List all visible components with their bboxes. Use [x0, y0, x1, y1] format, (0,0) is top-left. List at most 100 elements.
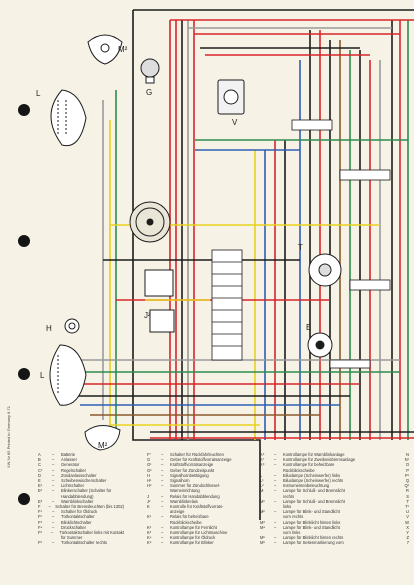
legend-key: F⁵: [38, 530, 43, 536]
legend-right-key: X: [406, 524, 409, 530]
speedometer: [129, 201, 171, 243]
legend-entry: E³–Warnblinkschalter: [38, 499, 124, 504]
legend-entry: G¹–Kraftstoffvorratsanzeige: [147, 462, 249, 467]
legend-dash: –: [274, 519, 277, 525]
legend-dash: –: [161, 457, 164, 463]
legend-entry: links: [260, 504, 405, 509]
legend-text: für Summer: [61, 535, 83, 541]
legend-dash: –: [161, 472, 164, 478]
component-label: V: [232, 118, 238, 127]
legend-entry: E¹–Lichtschalter: [38, 483, 124, 488]
legend-entry: F⁴ –Drückschalter: [38, 525, 124, 530]
legend-key: H²: [147, 483, 152, 489]
legend-text: Lampe für Schluß- und Bremslicht: [283, 488, 345, 494]
legend-text: Warnblinkrelais: [170, 498, 198, 504]
flasher-relay: [144, 269, 175, 333]
legend-text: Kontrollampe für Blinker: [170, 540, 214, 546]
legend-key: K³: [147, 530, 152, 536]
legend-entry: für Summer: [38, 535, 124, 540]
legend-dash: –: [274, 452, 277, 457]
legend-right-key: W: [405, 519, 409, 525]
legend-text: Zündanlassschalter: [61, 472, 97, 478]
legend-entry: F³–Blinklichtschalter: [38, 520, 124, 525]
legend-text: Summer für Zündschlüssel-: [170, 483, 221, 489]
fuel-sender: [140, 58, 160, 84]
legend-right-key: P: [406, 467, 409, 473]
legend-key: K: [147, 504, 150, 510]
legend-right-key: T: [406, 498, 409, 504]
legend-key: F⁴: [38, 524, 43, 530]
legend-entry: Rückblickscheibe: [260, 468, 405, 473]
legend-key: E²: [38, 488, 43, 494]
legend-entry: L¹–Biluxlampe (Scheinwerfer) rechts: [260, 478, 405, 483]
legend-dash: –: [52, 457, 55, 463]
legend-entry: K¹–Relais für beheizbare: [147, 514, 249, 519]
legend-key: H¹: [147, 478, 152, 484]
binder-hole: [18, 368, 30, 380]
legend-text: Lampe für Blinklicht hinten rechts: [283, 535, 344, 541]
legend-entry: Handabblendung): [38, 494, 124, 499]
legend-text: Signalhornbetätigung: [170, 472, 209, 478]
component-label: T: [298, 243, 303, 252]
headlight-front-right: [87, 34, 123, 65]
legend-dash: –: [48, 504, 51, 510]
legend-entry: K²–Kontrollampe für Fernlicht: [147, 525, 249, 530]
legend-dash: –: [274, 483, 277, 489]
legend-key: D: [38, 472, 41, 478]
legend-key: G: [147, 457, 151, 463]
legend-entry: G–Geber für Kraftstoffvorratsanzeige: [147, 457, 249, 462]
legend-entry: K⁸–Kontrollampe für beheizbare: [260, 462, 405, 467]
legend-entry: Warneinrichtung: [147, 488, 249, 493]
binder-hole: [18, 235, 30, 247]
legend-key: B: [38, 457, 41, 463]
legend-key: F¹: [38, 509, 42, 515]
document-code: VW-Nr 85 Printed in Germany 8.71: [6, 406, 11, 468]
legend-dash: –: [274, 457, 277, 463]
legend-entry: K⁵–Kontrollampe für Blinker: [147, 540, 249, 545]
legend-dash: –: [51, 530, 54, 536]
component-label: H: [46, 324, 52, 333]
legend-entry: K⁶–Kontrollampe für Warnblinkanlage: [260, 452, 405, 457]
headlight-left-lower: [49, 344, 87, 406]
legend-dash: –: [161, 530, 164, 536]
legend-entry: M³–Lampe für Blinklicht hinten links: [260, 520, 405, 525]
legend-text: Kontrolle für Kraftstoffvorrats-: [170, 504, 224, 510]
legend-dash: –: [161, 467, 164, 473]
legend-dash: –: [274, 524, 277, 530]
legend-text: Scheibenwischerschalter: [61, 478, 107, 484]
legend-right-key: T¹: [405, 504, 409, 510]
legend-dash: –: [274, 488, 277, 494]
legend-dash: –: [274, 472, 277, 478]
legend-key: K⁸: [260, 462, 265, 468]
legend-text: Rückblickscheibe: [170, 519, 202, 525]
legend-text: Lichtschalter: [61, 483, 84, 489]
legend-key: F: [38, 504, 41, 510]
legend-entry: K³–Kontrollampe für Lichtmaschine: [147, 530, 249, 535]
legend-key: J: [147, 493, 150, 499]
legend-entry: K –Kontrolle für Kraftstoffvorrats-: [147, 504, 249, 509]
legend-dash: –: [274, 462, 277, 468]
legend-key: C: [38, 462, 41, 468]
legend-dash: –: [52, 483, 55, 489]
legend-dash: –: [52, 524, 55, 530]
legend-right-key: Q: [405, 478, 409, 484]
legend-dash: –: [52, 519, 55, 525]
legend-dash: –: [52, 478, 55, 484]
legend-key: L²: [260, 483, 264, 489]
legend-key: J²: [147, 498, 151, 504]
legend-entry: E–Scheibenwischerschalter: [38, 478, 124, 483]
legend-key: F⁷: [147, 452, 151, 457]
connector-blocks: [291, 119, 391, 369]
legend-key: L¹: [260, 478, 264, 484]
legend-dash: –: [52, 472, 55, 478]
legend-right-key: 7: [406, 540, 409, 546]
legend-dash: –: [161, 504, 164, 510]
legend-right-key: P¹: [404, 472, 409, 478]
legend-right-key: Q¹: [404, 483, 409, 489]
binder-hole: [18, 104, 30, 116]
legend-text: Biluxlampe (Scheinwerfer) links: [283, 472, 341, 478]
horn: [64, 318, 80, 334]
legend-text: Drückschalter: [61, 524, 87, 530]
